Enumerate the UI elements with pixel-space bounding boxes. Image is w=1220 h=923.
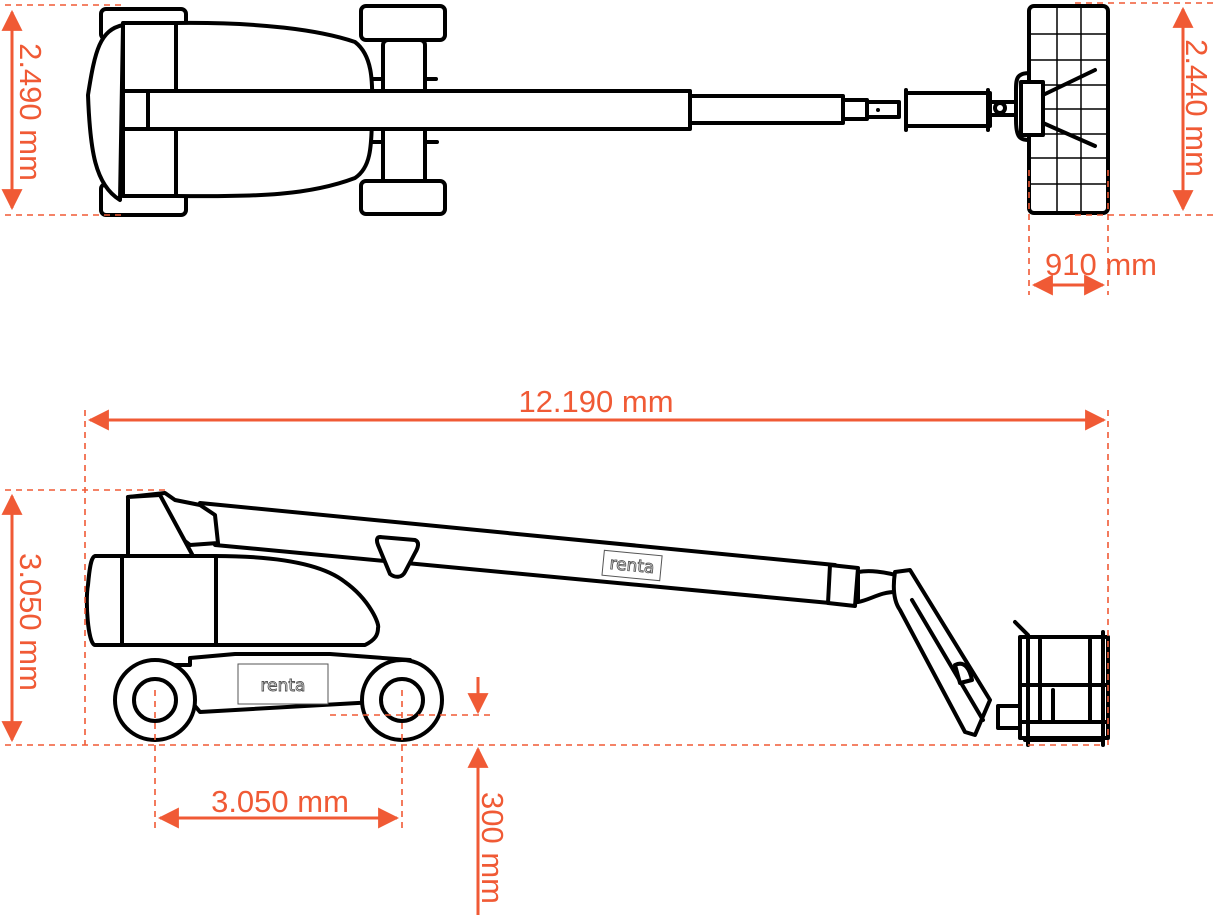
- logo-text: renta: [261, 676, 306, 696]
- rear-wheel-side: [113, 658, 197, 742]
- front-wheel-side: [360, 658, 444, 742]
- main-boom-top: [121, 89, 692, 131]
- platform-width-label: 2.440 mm: [1179, 39, 1214, 177]
- front-wheel-bottom: [359, 179, 447, 216]
- ground-clearance-label: 300 mm: [475, 792, 510, 904]
- side-view-machine: renta renta: [84, 491, 1110, 747]
- stowed-height-label: 3.050 mm: [13, 553, 48, 691]
- boom-extension-top: [688, 94, 845, 125]
- wheelbase-label: 3.050 mm: [211, 784, 349, 819]
- turret-side: [84, 554, 381, 647]
- counterweight: [86, 23, 125, 202]
- dimension-labels: 2.490 mm 2.440 mm 910 mm 12.190 mm 3.050…: [13, 39, 1214, 904]
- machine-width-label: 2.490 mm: [13, 43, 48, 181]
- front-wheel-top: [359, 4, 447, 42]
- chassis-logo: renta: [237, 663, 329, 705]
- boom-logo: renta: [601, 549, 663, 582]
- jib-top: [904, 91, 992, 128]
- logo-text: renta: [609, 554, 656, 578]
- top-view-machine: [86, 4, 1110, 217]
- overall-length-label: 12.190 mm: [518, 384, 673, 419]
- platform-depth-label: 910 mm: [1045, 247, 1157, 282]
